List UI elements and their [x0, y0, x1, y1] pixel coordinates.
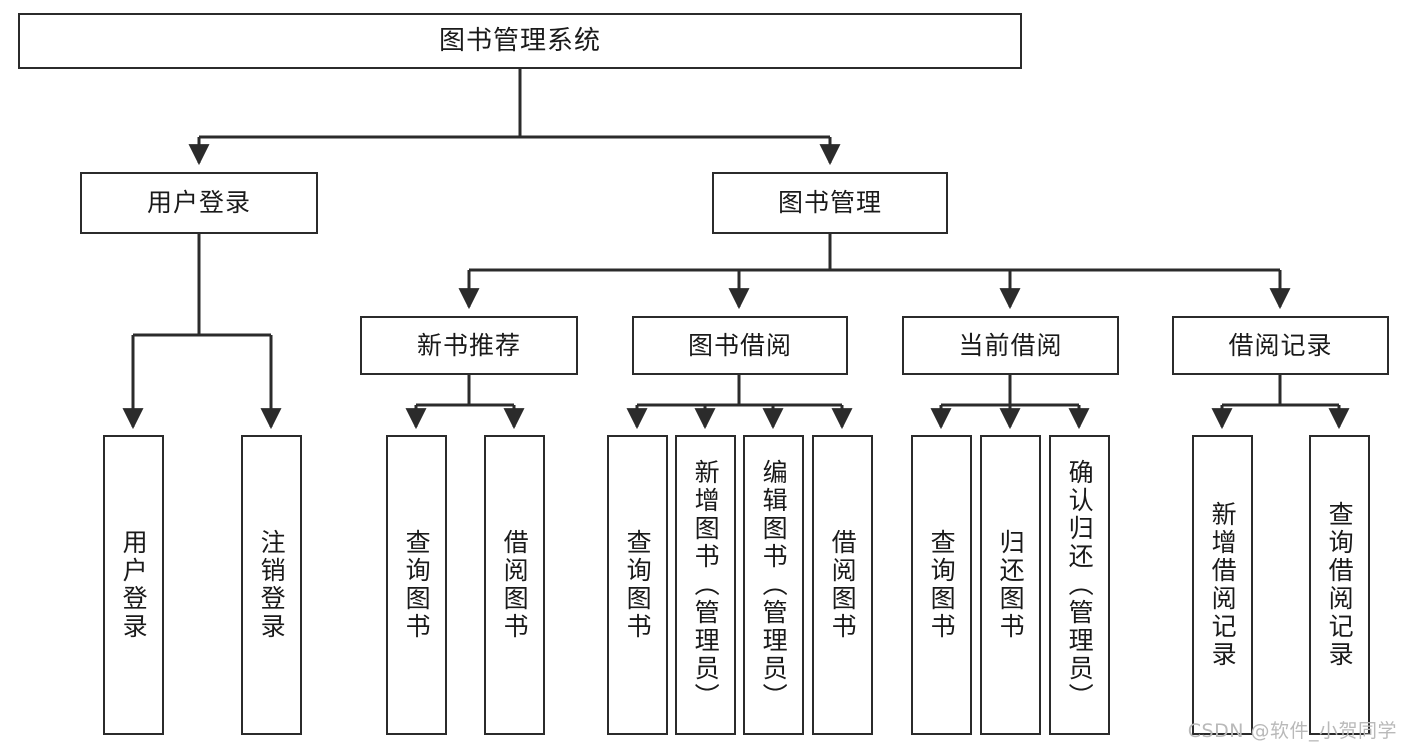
node-leaf-query-book-2-label: 查询图书	[623, 529, 653, 641]
node-book-borrow[interactable]: 图书借阅	[632, 316, 848, 375]
node-user-login-label: 用户登录	[146, 188, 251, 218]
node-leaf-query-record-label: 查询借阅记录	[1325, 501, 1355, 669]
node-leaf-return-book[interactable]: 归还图书	[980, 435, 1041, 735]
node-leaf-query-book-3-label: 查询图书	[927, 529, 957, 641]
node-book-borrow-label: 图书借阅	[687, 330, 792, 360]
node-leaf-logout[interactable]: 注销登录	[241, 435, 302, 735]
node-leaf-confirm-return-label: 确认归还（管理员）	[1065, 459, 1095, 711]
node-root[interactable]: 图书管理系统	[18, 13, 1022, 69]
node-book-management[interactable]: 图书管理	[712, 172, 948, 234]
node-user-login[interactable]: 用户登录	[80, 172, 318, 234]
node-new-book-recommend-label: 新书推荐	[416, 330, 521, 360]
node-leaf-add-book-label: 新增图书（管理员）	[691, 459, 721, 711]
node-new-book-recommend[interactable]: 新书推荐	[360, 316, 578, 375]
node-leaf-add-record-label: 新增借阅记录	[1208, 501, 1238, 669]
node-leaf-query-book-1-label: 查询图书	[402, 529, 432, 641]
node-leaf-user-login-label: 用户登录	[119, 529, 149, 641]
node-leaf-borrow-book-1[interactable]: 借阅图书	[484, 435, 545, 735]
node-leaf-query-book-1[interactable]: 查询图书	[386, 435, 447, 735]
node-leaf-borrow-book-2-label: 借阅图书	[828, 529, 858, 641]
node-leaf-return-book-label: 归还图书	[996, 529, 1026, 641]
node-leaf-borrow-book-1-label: 借阅图书	[500, 529, 530, 641]
node-leaf-add-record[interactable]: 新增借阅记录	[1192, 435, 1253, 735]
node-leaf-user-login[interactable]: 用户登录	[103, 435, 164, 735]
csdn-watermark: CSDN @软件_小贺同学	[1187, 720, 1397, 742]
node-root-label: 图书管理系统	[438, 25, 601, 56]
node-leaf-add-book[interactable]: 新增图书（管理员）	[675, 435, 736, 735]
node-leaf-edit-book-label: 编辑图书（管理员）	[759, 459, 789, 711]
node-leaf-logout-label: 注销登录	[257, 529, 287, 641]
node-leaf-query-record[interactable]: 查询借阅记录	[1309, 435, 1370, 735]
node-borrow-record-label: 借阅记录	[1228, 330, 1333, 360]
node-current-borrow-label: 当前借阅	[958, 330, 1063, 360]
node-leaf-query-book-2[interactable]: 查询图书	[607, 435, 668, 735]
node-book-management-label: 图书管理	[777, 188, 882, 218]
node-leaf-edit-book[interactable]: 编辑图书（管理员）	[743, 435, 804, 735]
node-current-borrow[interactable]: 当前借阅	[902, 316, 1119, 375]
node-leaf-borrow-book-2[interactable]: 借阅图书	[812, 435, 873, 735]
node-leaf-confirm-return[interactable]: 确认归还（管理员）	[1049, 435, 1110, 735]
node-borrow-record[interactable]: 借阅记录	[1172, 316, 1389, 375]
node-leaf-query-book-3[interactable]: 查询图书	[911, 435, 972, 735]
